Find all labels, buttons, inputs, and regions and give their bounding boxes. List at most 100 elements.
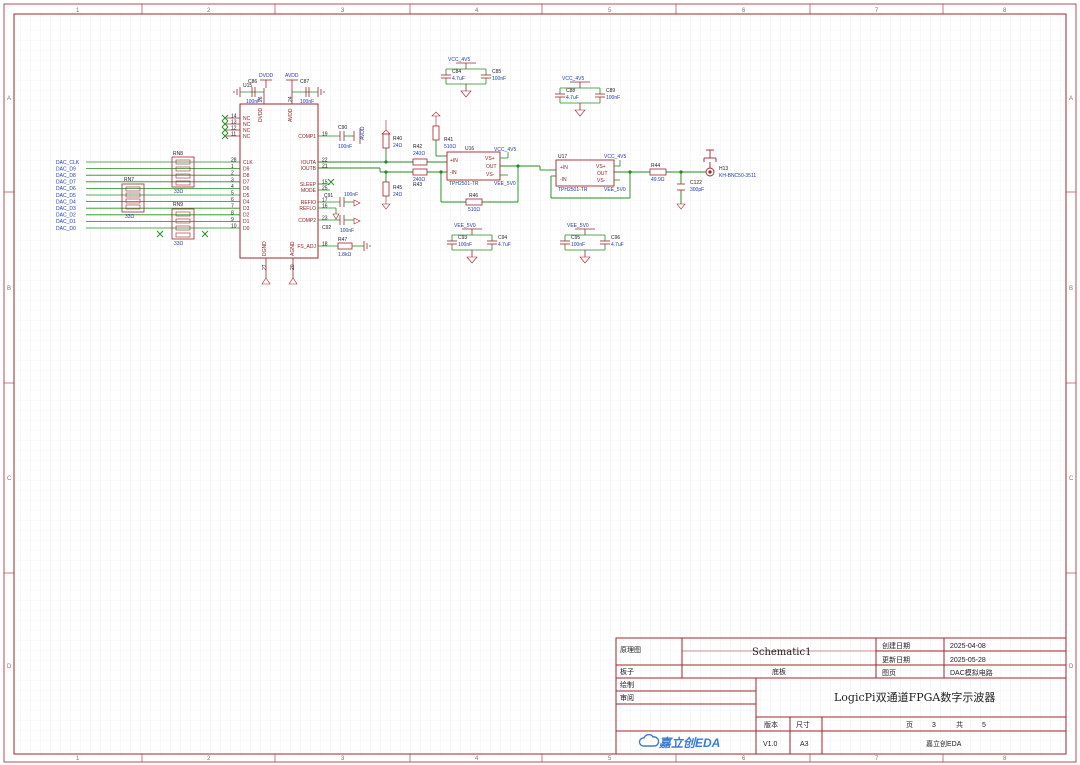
tb-updated-label: 更新日期 (882, 655, 910, 664)
dac-pin-d5: D5 (243, 193, 250, 199)
cap-val: 100nF (492, 76, 506, 82)
r46-ref: R46 (469, 193, 478, 199)
r43-ref: R43 (413, 182, 422, 188)
u17-part: TPH2501-TR (558, 187, 588, 193)
u17-vcc: VCC_4V5 (604, 154, 626, 160)
r40-ref: R40 (393, 136, 402, 142)
net-label-dac-d3: DAC_D3 (56, 206, 76, 212)
dac-pin-nc: NC (243, 122, 251, 128)
r42-ref: R42 (413, 144, 422, 150)
opamp-u16[interactable]: U16 +IN -IN VS+ OUT VS- TPH2501-TR VCC_4… (446, 146, 516, 187)
r42-val: 240Ω (413, 151, 425, 157)
c91-ref: C91 (324, 193, 333, 199)
r40-val: 24Ω (393, 143, 403, 149)
dac-pin-num: 23 (322, 216, 328, 222)
rn8-ref: RN8 (173, 151, 183, 157)
cap-val: 100nF (458, 242, 472, 248)
avdd-pin-num: 24 (288, 96, 294, 102)
dac-pin-nc: NC (243, 128, 251, 134)
u16-part: TPH2501-TR (449, 181, 479, 187)
dgnd-pin-label: DGND (262, 241, 268, 256)
dac-pin-num: 13 (231, 120, 237, 126)
cap-ref: C94 (498, 235, 507, 241)
ruler-top-7: 7 (875, 8, 879, 14)
dac-pin-num: 5 (231, 191, 234, 197)
cap-ref: C88 (566, 88, 575, 94)
u17-pin-vsp: VS+ (596, 164, 606, 170)
ruler-left-b: B (7, 286, 11, 292)
ruler-labels: A B C D A B C D 1 2 3 4 5 6 7 8 1 2 3 4 … (7, 8, 1074, 762)
u16-vcc: VCC_4V5 (494, 147, 516, 153)
resistor-network-rn7[interactable]: RN7 33Ω (121, 177, 145, 220)
ruler-bottom-2: 2 (207, 756, 211, 762)
tb-board-label: 板子 (620, 667, 634, 676)
cap-val: 100nF (606, 95, 620, 101)
tb-created-value: 2025-04-08 (950, 643, 986, 650)
dac-pin-d6: D6 (243, 186, 250, 192)
ruler-right-a: A (1069, 96, 1073, 102)
dac-pin-num: 19 (322, 132, 328, 138)
dac-ic-u15[interactable]: U15 CLK28D91D82D73D64D55D46D37D28D19D010… (226, 83, 328, 278)
u17-pin-out: OUT (597, 171, 608, 177)
tb-schematic-value: Schematic1 (752, 647, 811, 658)
supply-net-label: VCC_4V5 (562, 76, 584, 82)
resistor-network-rn9[interactable]: RN9 33Ω (171, 202, 195, 247)
bus-wires (86, 161, 240, 229)
dac-right-support (318, 128, 371, 251)
cap-ref: C93 (458, 235, 467, 241)
dac-pin-d3: D3 (243, 206, 250, 212)
tb-version-label: 版本 (764, 720, 778, 729)
r43-val: 240Ω (413, 177, 425, 183)
dac-pin-num: 1 (231, 164, 234, 170)
avdd-net-2: AVDD (360, 126, 366, 140)
net-label-dac-d6: DAC_D6 (56, 186, 76, 192)
analog-resistors (381, 111, 686, 210)
dac-pin-comp1: COMP1 (298, 134, 316, 140)
dac-pin-nc: NC (243, 116, 251, 122)
dac-pin-d4: D4 (243, 199, 250, 205)
dac-pin-num: 7 (231, 204, 234, 210)
net-labels: DAC_CLKDAC_D9DAC_D8DAC_D7DAC_D6DAC_D5DAC… (56, 160, 80, 232)
dac-power (233, 79, 325, 285)
rn9-ref: RN9 (173, 202, 183, 208)
avdd-pin-label: AVDD (288, 108, 294, 122)
c90-val: 100nF (338, 144, 352, 150)
opamp-u17[interactable]: U17 +IN -IN VS+ OUT VS- TPH2501-TR VCC_4… (555, 154, 626, 193)
tb-board-value: 底板 (772, 667, 786, 676)
dac-pin-d0: D0 (243, 226, 250, 232)
net-label-dac-d2: DAC_D2 (56, 213, 76, 219)
tb-total-label: 共 (956, 720, 963, 729)
ruler-left-a: A (7, 96, 11, 102)
tb-schematic-label: 原理图 (620, 646, 641, 654)
dac-pin-refio: REFIO (301, 200, 316, 206)
rn8-val: 33Ω (174, 189, 184, 195)
tb-total-value: 5 (982, 722, 986, 729)
dac-pin-num: 12 (231, 126, 237, 132)
analog-junctions (384, 160, 683, 174)
r47-val: 1.8kΩ (338, 252, 351, 258)
r41-val: 510Ω (444, 144, 456, 150)
c92-ref: C92 (322, 225, 331, 231)
dac-bus: DAC_CLKDAC_D9DAC_D8DAC_D7DAC_D6DAC_D5DAC… (56, 160, 240, 232)
ruler-bottom-6: 6 (742, 756, 746, 762)
tb-sheet-value: DAC模拟电路 (950, 668, 993, 677)
dac-pin-reflo: REFLO (299, 206, 316, 212)
net-label-dac-d7: DAC_D7 (56, 180, 76, 186)
resistor-network-rn8[interactable]: RN8 33Ω (171, 151, 195, 195)
net-label-dac-d9: DAC_D9 (56, 166, 76, 172)
bnc-connector-h13[interactable] (703, 149, 717, 177)
dac-pin-num: 10 (231, 224, 237, 230)
cap-ref: C84 (452, 69, 461, 75)
net-label-dac-d0: DAC_D0 (56, 226, 76, 232)
c122-val: 300pF (690, 187, 704, 193)
no-connect-marks (156, 114, 335, 238)
ruler-top-1: 1 (76, 8, 80, 14)
tb-version-value: V1.0 (763, 741, 778, 748)
dac-pin-ioutb: IOUTB (301, 166, 317, 172)
dac-pin-num: 22 (322, 158, 328, 164)
rn7-val: 33Ω (125, 214, 135, 220)
dac-pin-num: 17 (322, 198, 328, 204)
dac-pin-num: 21 (322, 164, 328, 170)
